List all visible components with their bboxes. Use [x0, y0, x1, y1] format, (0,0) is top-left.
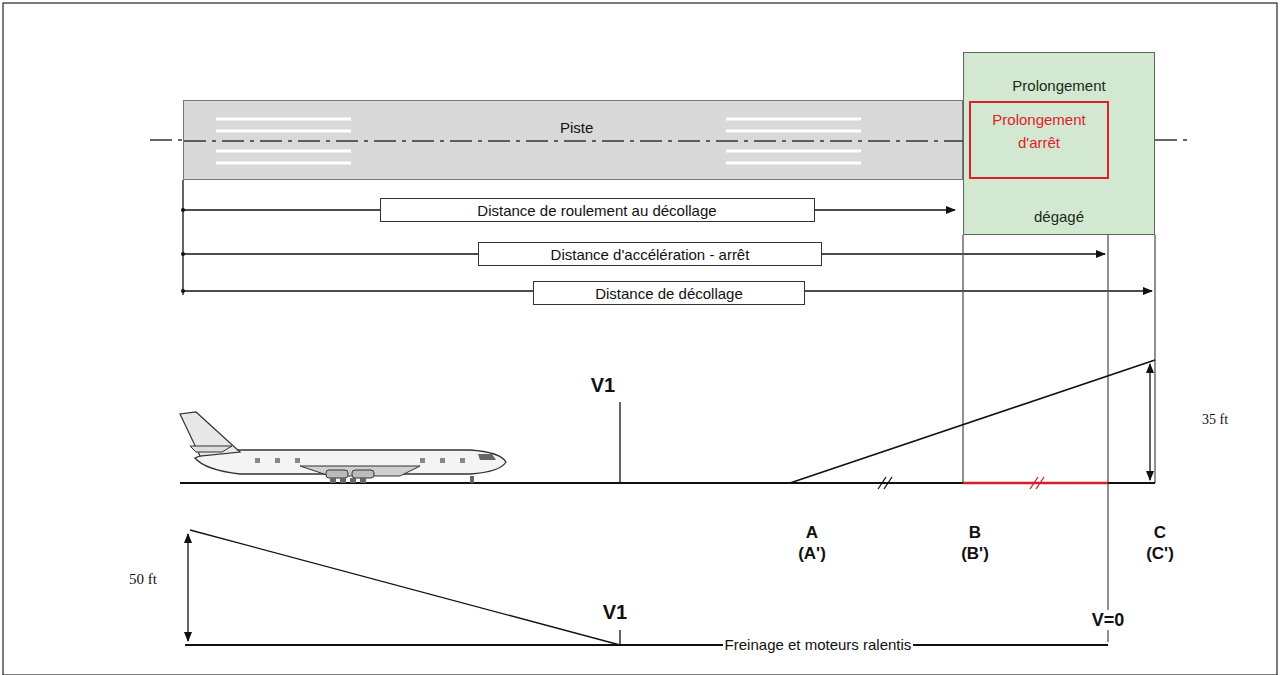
height-arrow — [187, 534, 188, 641]
stopway-segment — [963, 482, 1108, 485]
height-arrow — [1149, 364, 1150, 480]
node-text: Distance de décollage — [595, 285, 743, 302]
speed-label: V1 — [589, 374, 617, 397]
stopway-box: Prolongement d'arrêt — [969, 101, 1109, 179]
distance-box: Distance de roulement au décollage — [380, 198, 815, 222]
note-label: Freinage et moteurs ralentis — [723, 636, 914, 653]
ground-line — [185, 644, 1108, 646]
dimension-label: 35 ft — [1200, 412, 1230, 428]
point-label: (A') — [796, 544, 828, 564]
ground-line — [1108, 482, 1155, 484]
airplane — [180, 412, 506, 483]
distance-box: Distance de décollage — [533, 281, 805, 305]
break-marks — [1030, 477, 1044, 489]
dimension-label: 50 ft — [127, 571, 159, 588]
climb-path — [790, 360, 1155, 483]
v1-tick — [619, 630, 620, 645]
node-text: Prolongement d'arrêt — [971, 103, 1107, 160]
point-label: C — [1152, 523, 1168, 543]
ground-line — [180, 482, 963, 484]
node-text: Distance d'accélération - arrêt — [551, 246, 750, 263]
clearway-box: Prolongement dégagé Prolongement d'arrêt — [963, 52, 1155, 235]
point-label: B — [967, 523, 983, 543]
v1-tick — [619, 402, 620, 483]
reference-lines — [963, 235, 1155, 642]
arrow-origins — [181, 208, 185, 293]
node-text: Prolongement — [964, 77, 1154, 94]
point-label: (C') — [1144, 544, 1176, 564]
node-text: Distance de roulement au décollage — [477, 202, 716, 219]
point-label: A — [804, 523, 820, 543]
point-label: (B') — [959, 544, 991, 564]
runway-markings — [184, 101, 964, 181]
runway-band: Piste — [183, 100, 963, 180]
break-marks — [878, 477, 892, 489]
node-text: Piste — [557, 119, 596, 136]
frame — [3, 3, 1277, 675]
speed-label: V=0 — [1090, 610, 1127, 631]
distance-box: Distance d'accélération - arrêt — [478, 242, 822, 266]
descent-line — [190, 530, 620, 645]
node-text: dégagé — [964, 208, 1154, 225]
speed-label: V1 — [601, 601, 629, 624]
